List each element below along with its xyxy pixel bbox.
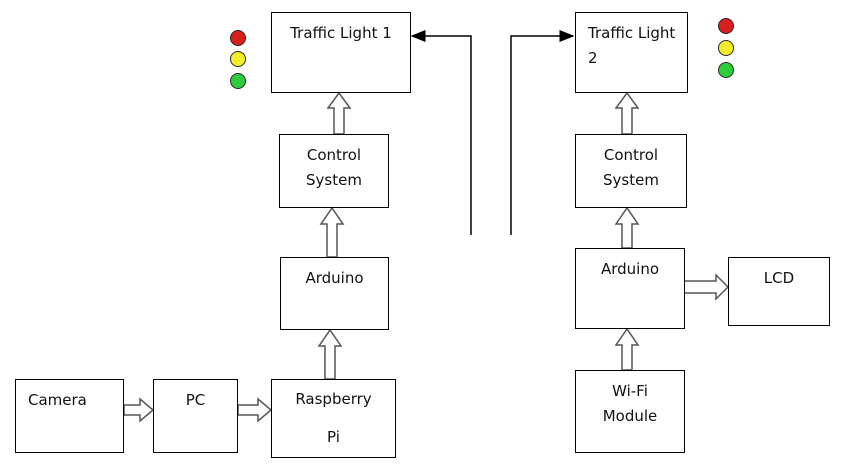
raspberry-pi-label: Raspberry Pi: [295, 390, 372, 446]
arduino-2-label: Arduino: [600, 260, 660, 278]
arrow-arduino2-to-lcd: [683, 273, 730, 301]
arrow-control1-to-tl1: [326, 91, 352, 135]
red-light-icon: [718, 18, 734, 34]
control-system-1-block: Control System: [279, 134, 389, 208]
feedback-line-tl2: [510, 30, 575, 235]
feedback-line-tl1: [410, 30, 472, 235]
yellow-light-icon: [230, 51, 246, 67]
arrow-raspberry-to-arduino1: [317, 328, 343, 380]
arrow-arduino1-to-control1: [319, 206, 345, 258]
traffic-light-1-label: Traffic Light 1: [290, 24, 392, 42]
raspberry-pi-block: Raspberry Pi: [271, 379, 396, 458]
red-light-icon: [230, 30, 246, 46]
traffic-light-2-block: Traffic Light 2: [575, 12, 688, 93]
green-light-icon: [230, 73, 246, 89]
traffic-light-2-label: Traffic Light 2: [588, 24, 676, 67]
yellow-light-icon: [718, 40, 734, 56]
pc-block: PC: [153, 379, 238, 453]
arrow-pc-to-raspberry: [237, 397, 273, 423]
wifi-module-block: Wi-Fi Module: [575, 370, 685, 453]
camera-label: Camera: [28, 391, 87, 409]
arrow-control2-to-tl2: [614, 91, 640, 135]
arrow-camera-to-pc: [123, 397, 155, 423]
control-system-2-label: Control System: [603, 146, 659, 189]
traffic-light-1-block: Traffic Light 1: [271, 12, 411, 93]
arduino-2-block: Arduino: [575, 248, 685, 329]
green-light-icon: [718, 62, 734, 78]
camera-block: Camera: [15, 379, 124, 453]
arduino-1-label: Arduino: [305, 269, 364, 287]
lcd-block: LCD: [728, 257, 830, 326]
control-system-2-block: Control System: [575, 134, 687, 208]
arduino-1-block: Arduino: [280, 257, 389, 330]
lcd-label: LCD: [763, 269, 795, 287]
arrow-arduino2-to-control2: [614, 206, 640, 249]
wifi-module-label: Wi-Fi Module: [602, 382, 658, 425]
arrow-wifi-to-arduino2: [614, 327, 640, 371]
pc-label: PC: [185, 391, 206, 409]
control-system-1-label: Control System: [306, 146, 362, 189]
